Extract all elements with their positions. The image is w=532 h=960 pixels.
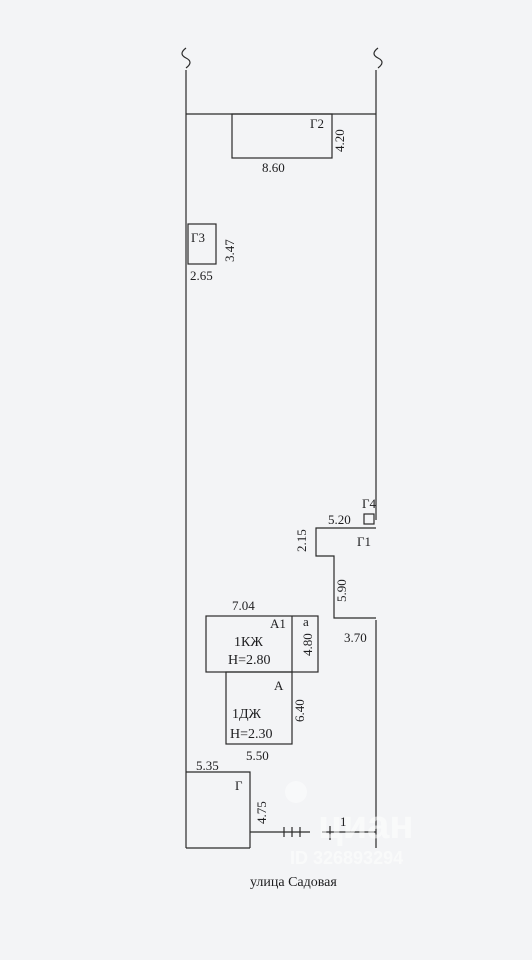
g3-depth: 3.47: [222, 239, 237, 262]
a1-depth: 4.80: [300, 633, 315, 656]
location-pin-icon: [285, 781, 307, 803]
veranda-label: а: [303, 614, 309, 629]
a-type: 1ДЖ: [232, 707, 262, 722]
g-label: Г: [235, 778, 243, 793]
g2-label: Г2: [310, 116, 324, 131]
marker-1: 1: [340, 814, 347, 829]
a1-type: 1КЖ: [234, 635, 263, 650]
g-width: 5.35: [196, 758, 219, 773]
g-depth: 4.75: [254, 801, 269, 824]
g1-label: Г1: [357, 534, 371, 549]
building-g2: [231, 113, 333, 159]
g2-width: 8.60: [262, 160, 285, 175]
building-g: [186, 771, 251, 848]
a1-height: Н=2.80: [228, 653, 271, 668]
g3-label: Г3: [191, 230, 205, 245]
a1-label: А1: [270, 616, 286, 631]
a-width: 5.50: [246, 748, 269, 763]
building-g4: [363, 513, 375, 525]
g1-bottom-width: 3.70: [344, 630, 367, 645]
building-g3: [187, 223, 217, 265]
watermark: циан ID 326893294: [285, 781, 414, 868]
break-mark-left: [181, 47, 191, 69]
g4-label: Г4: [362, 496, 377, 511]
g1-top-width: 5.20: [328, 512, 351, 527]
watermark-id: ID 326893294: [290, 848, 403, 868]
building-a: [225, 671, 293, 745]
a-depth: 6.40: [292, 699, 307, 722]
break-mark-right: [373, 47, 383, 69]
a-height: Н=2.30: [230, 727, 273, 742]
g1-side-top: 2.15: [294, 529, 309, 552]
a1-width: 7.04: [232, 598, 255, 613]
g1-side-mid: 5.90: [334, 579, 349, 602]
g2-depth: 4.20: [332, 129, 347, 152]
street-label: улица Садовая: [250, 875, 337, 890]
a-label: А: [274, 678, 284, 693]
g3-width: 2.65: [190, 268, 213, 283]
watermark-brand: циан: [318, 803, 414, 847]
building-g1: [315, 527, 376, 619]
